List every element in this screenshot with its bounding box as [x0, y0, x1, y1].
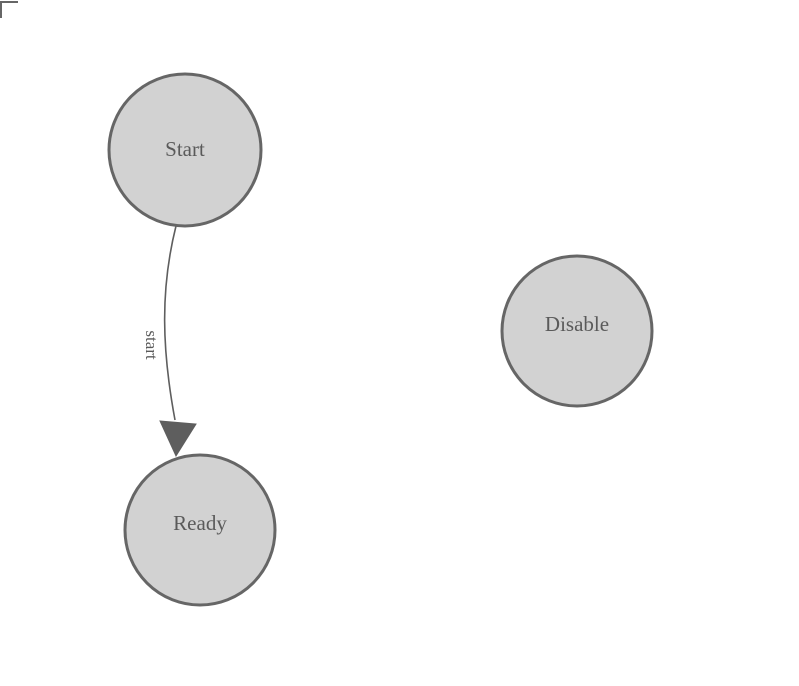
node-start-circle[interactable]: [107, 72, 263, 228]
top-left-corner-mark: [0, 1, 18, 18]
arrowhead-icon: [159, 420, 197, 458]
node-disable[interactable]: Disable: [500, 254, 654, 408]
edge-label-start: start: [142, 330, 161, 360]
node-ready[interactable]: Ready: [123, 453, 277, 607]
node-ready-circle[interactable]: [123, 453, 277, 607]
node-disable-label: Disable: [545, 312, 609, 336]
node-ready-label: Ready: [173, 511, 227, 535]
edge-start-to-ready[interactable]: start: [142, 225, 197, 458]
node-start[interactable]: Start: [107, 72, 263, 228]
edge-path-start-to-ready: [163, 225, 177, 421]
node-start-label: Start: [165, 137, 205, 161]
node-disable-circle[interactable]: [500, 254, 654, 408]
